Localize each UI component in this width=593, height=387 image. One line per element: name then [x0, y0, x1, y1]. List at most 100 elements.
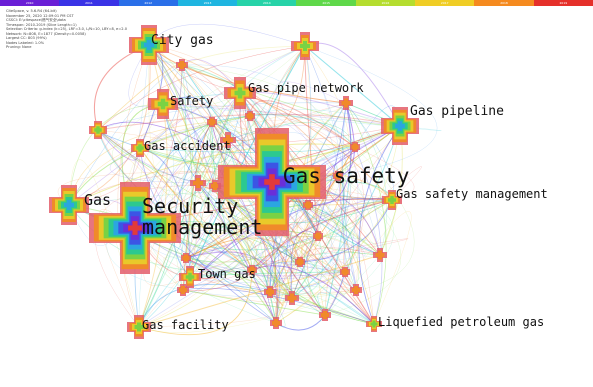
- summary-line: Largest CC: 803 (99%): [6, 36, 47, 40]
- link: [189, 139, 229, 278]
- keyword-node: [181, 253, 191, 263]
- keyword-node: [350, 142, 360, 152]
- link: [342, 102, 357, 291]
- link: [304, 45, 350, 177]
- kw-gas-safety-management-label: Gas safety management: [396, 187, 548, 201]
- link: [68, 204, 277, 324]
- kw-liquefied-petroleum-gas-node: [366, 316, 382, 332]
- link: [162, 103, 301, 263]
- keyword-node: [190, 175, 206, 191]
- link: [148, 44, 253, 271]
- link: [189, 238, 409, 278]
- kw-security-management-node: [89, 182, 181, 274]
- timeline-segment-2018: 2018: [474, 0, 534, 6]
- link: [138, 160, 346, 328]
- kw-gas-safety-label: Gas safety: [283, 164, 410, 188]
- link: [211, 121, 357, 291]
- link: [304, 45, 438, 177]
- link: [148, 44, 347, 104]
- link: [317, 235, 360, 291]
- link: [227, 139, 381, 256]
- link: [97, 121, 273, 183]
- kw-gas-pipe-network-node: [224, 77, 256, 109]
- link: [251, 197, 393, 271]
- keyword-node: [176, 59, 188, 71]
- kw-gas-accident-label: Gas accident: [144, 139, 231, 153]
- link: [148, 44, 339, 177]
- link: [275, 199, 393, 324]
- link: [345, 102, 388, 256]
- link: [139, 147, 191, 278]
- link: [354, 146, 383, 325]
- link: [138, 64, 187, 328]
- link: [345, 102, 387, 325]
- link: [306, 235, 346, 277]
- timeline-year-label: 2019: [559, 1, 568, 5]
- kw-liquefied-petroleum-gas-label: Liquefied petroleum gas: [378, 315, 545, 329]
- timeline-segment-2016: 2016: [355, 0, 416, 6]
- link: [291, 102, 347, 299]
- link: [317, 292, 375, 325]
- link: [211, 121, 271, 293]
- link: [185, 257, 375, 325]
- link: [138, 44, 168, 328]
- link: [94, 44, 150, 131]
- timeline-segment-2017: 2017: [415, 0, 475, 6]
- link: [227, 121, 356, 148]
- keyword-node: [220, 132, 236, 148]
- link: [275, 271, 346, 331]
- link: [307, 204, 354, 273]
- link: [358, 125, 401, 325]
- link: [211, 128, 357, 291]
- link: [299, 175, 342, 263]
- link: [97, 129, 381, 256]
- link: [189, 254, 381, 278]
- link: [138, 199, 393, 328]
- link: [251, 199, 393, 271]
- timeline-segment-2012: 2012: [118, 0, 178, 6]
- link: [197, 182, 319, 238]
- link: [68, 143, 356, 206]
- link: [162, 103, 401, 127]
- keyword-node: [207, 117, 217, 127]
- timeline-segment-2011: 2011: [59, 0, 119, 6]
- link: [138, 121, 356, 328]
- link: [185, 204, 309, 259]
- link: [97, 129, 362, 324]
- link: [337, 102, 355, 177]
- keyword-nodes: [49, 25, 419, 339]
- link: [299, 199, 393, 263]
- kw-gas-pipeline-node: [381, 107, 419, 145]
- keyword-node: [303, 200, 313, 210]
- keyword-node: [339, 96, 353, 110]
- keyword-node: [350, 284, 362, 296]
- link: [275, 81, 347, 177]
- link: [162, 103, 319, 237]
- link: [211, 114, 356, 148]
- link: [239, 92, 375, 325]
- kw-town-gas-node: [179, 266, 201, 288]
- link: [249, 100, 356, 148]
- keyword-node: [333, 171, 343, 181]
- link: [324, 102, 352, 316]
- link: [162, 103, 319, 237]
- link: [185, 238, 257, 271]
- link: [138, 102, 347, 328]
- link: [181, 64, 301, 263]
- kw-gas-facility-label: Gas facility: [142, 318, 229, 332]
- link: [210, 192, 375, 325]
- timeline-segment-2019: 2019: [533, 0, 593, 6]
- keyword-node: [285, 291, 299, 305]
- link: [139, 146, 356, 153]
- keyword-node: [373, 248, 387, 262]
- keyword-node: [247, 265, 257, 275]
- link: [97, 129, 253, 271]
- summary-line: CiteSpace, v. 5.6.R4 (64-bit): [6, 9, 57, 13]
- summary-line: Pruning: None: [6, 45, 32, 49]
- kw-gas-pipe-network-label: Gas pipe network: [248, 81, 364, 95]
- link: [220, 92, 253, 271]
- link: [227, 45, 306, 141]
- timeline-year-label: 2018: [500, 1, 508, 5]
- link: [68, 64, 183, 206]
- timeline-year-label: 2012: [144, 1, 153, 5]
